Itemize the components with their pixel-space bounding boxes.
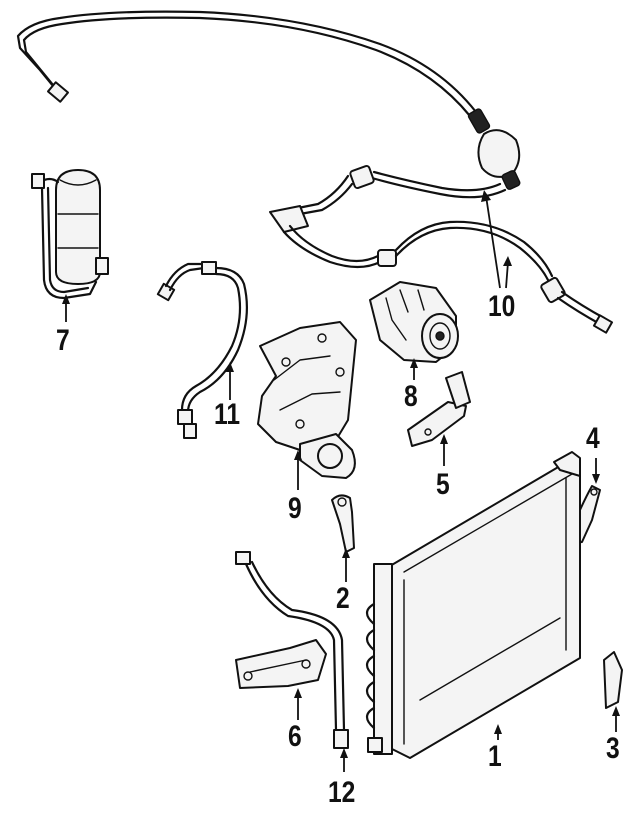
condenser-part-1 bbox=[365, 451, 581, 759]
callout-2: 2 bbox=[336, 582, 350, 615]
compressor-bracket-part-9 bbox=[257, 321, 357, 479]
hose-fitting-left bbox=[47, 81, 69, 103]
bracket-part-5 bbox=[407, 371, 471, 447]
hose-muffler bbox=[477, 129, 521, 178]
compressor-part-8 bbox=[369, 281, 459, 363]
condenser-tube-bends bbox=[365, 602, 376, 730]
hose-block-fitting bbox=[269, 205, 309, 233]
line-part-12 bbox=[235, 551, 349, 749]
callout-11: 11 bbox=[214, 398, 241, 431]
callout-3: 3 bbox=[606, 732, 620, 765]
seal-part-3 bbox=[603, 651, 623, 709]
receiver-drier-part-7 bbox=[31, 169, 109, 300]
callout-1: 1 bbox=[488, 740, 502, 773]
callout-9: 9 bbox=[288, 492, 302, 525]
bracket-part-2 bbox=[331, 494, 355, 553]
callout-7: 7 bbox=[56, 324, 70, 357]
callout-12: 12 bbox=[328, 776, 356, 809]
callout-5: 5 bbox=[436, 468, 450, 501]
callout-8: 8 bbox=[404, 380, 418, 413]
callout-10: 10 bbox=[488, 290, 516, 323]
liquid-line-part-11 bbox=[156, 261, 248, 439]
callout-6: 6 bbox=[288, 720, 302, 753]
callout-4: 4 bbox=[586, 422, 600, 455]
bracket-part-6 bbox=[235, 639, 327, 689]
leader-lines bbox=[62, 190, 620, 772]
hose-assembly-part-10 bbox=[16, 10, 614, 334]
